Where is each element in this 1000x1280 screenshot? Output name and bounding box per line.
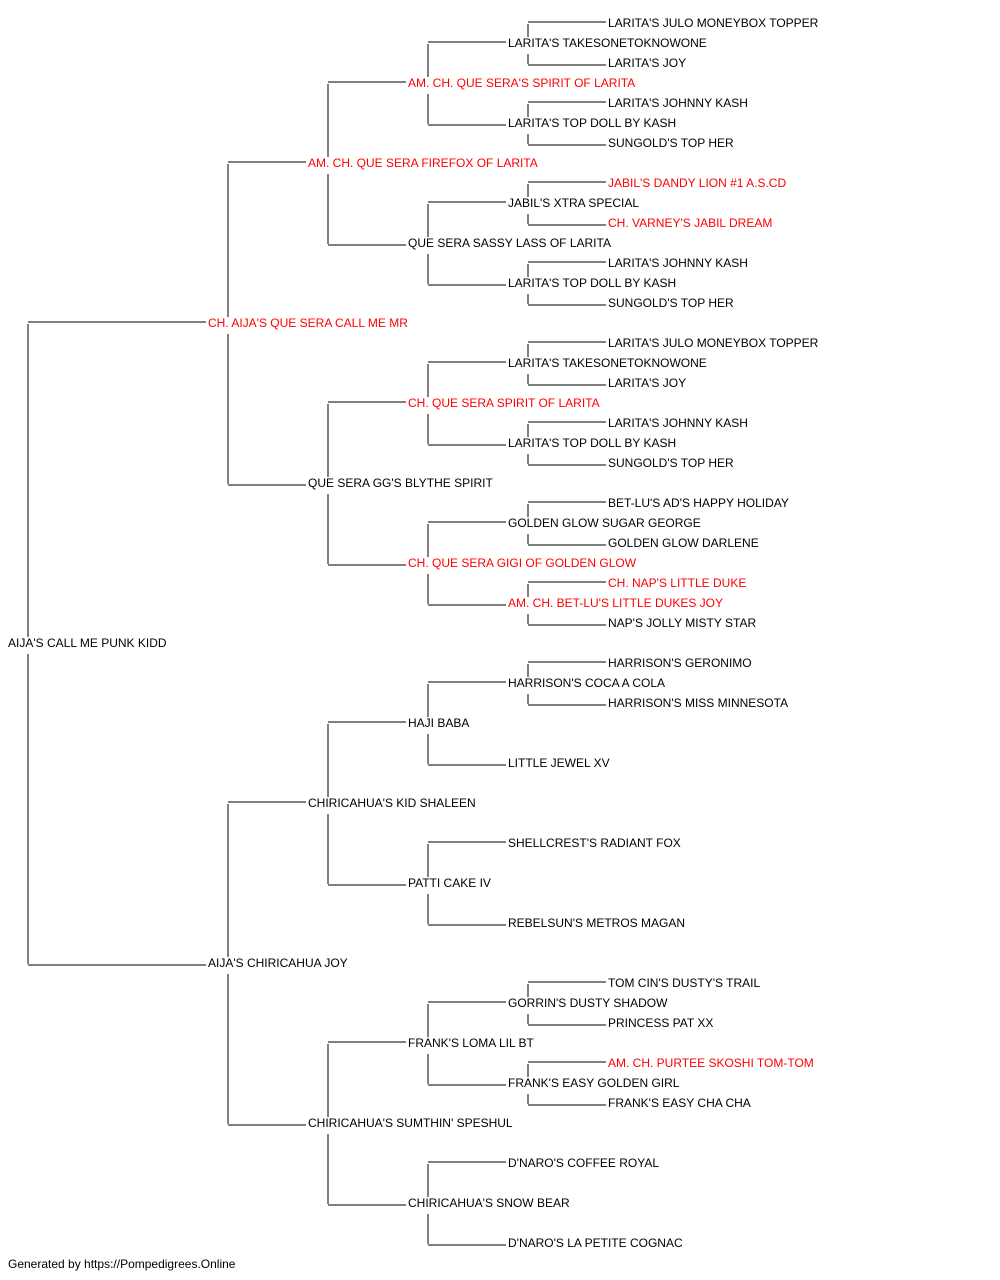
ancestor-name-sdsdd: SUNGOLD'S TOP HER: [608, 456, 734, 470]
ancestor-name-ddsds: AM. CH. PURTEE SKOSHI TOM-TOM: [608, 1056, 814, 1070]
ancestor-name-sdssd: LARITA'S JOY: [608, 376, 686, 390]
ancestor-name-ssds: JABIL'S XTRA SPECIAL: [508, 196, 639, 210]
ancestor-name-dss: HAJI BABA: [408, 716, 469, 730]
ancestor-name-dsss: HARRISON'S COCA A COLA: [508, 676, 665, 690]
ancestor-name-ddds: D'NARO'S COFFEE ROYAL: [508, 1156, 659, 1170]
ancestor-name-dddd: D'NARO'S LA PETITE COGNAC: [508, 1236, 683, 1250]
ancestor-name-sssdd: SUNGOLD'S TOP HER: [608, 136, 734, 150]
ancestor-name-sdddd: NAP'S JOLLY MISTY STAR: [608, 616, 756, 630]
ancestor-name-sdss: LARITA'S TAKESONETOKNOWONE: [508, 356, 707, 370]
ancestor-name-sdds: GOLDEN GLOW SUGAR GEORGE: [508, 516, 701, 530]
ancestor-name-ssss: LARITA'S TAKESONETOKNOWONE: [508, 36, 707, 50]
ancestor-name-dsds: SHELLCREST'S RADIANT FOX: [508, 836, 681, 850]
ancestor-name-sssds: LARITA'S JOHNNY KASH: [608, 96, 748, 110]
ancestor-name-dssss: HARRISON'S GERONIMO: [608, 656, 752, 670]
ancestor-name-s: CH. AIJA'S QUE SERA CALL ME MR: [208, 316, 408, 330]
ancestor-name-dsssd: HARRISON'S MISS MINNESOTA: [608, 696, 788, 710]
ancestor-name-ssdds: LARITA'S JOHNNY KASH: [608, 256, 748, 270]
ancestor-name-sdd: CH. QUE SERA GIGI OF GOLDEN GLOW: [408, 556, 637, 570]
connector-lines: [27, 21, 606, 1246]
names: AIJA'S CALL ME PUNK KIDD CH. AIJA'S QUE S…: [8, 16, 819, 1250]
ancestor-name-ssdd: LARITA'S TOP DOLL BY KASH: [508, 276, 676, 290]
ancestor-name-dsd: PATTI CAKE IV: [408, 876, 491, 890]
ancestor-name-d: AIJA'S CHIRICAHUA JOY: [208, 956, 348, 970]
ancestor-name-dd: CHIRICAHUA'S SUMTHIN' SPESHUL: [308, 1116, 513, 1130]
ancestor-name-sdsss: LARITA'S JULO MONEYBOX TOPPER: [608, 336, 819, 350]
ancestor-name-ssssd: LARITA'S JOY: [608, 56, 686, 70]
subject-dog-name: AIJA'S CALL ME PUNK KIDD: [8, 636, 167, 650]
ancestor-name-sd: QUE SERA GG'S BLYTHE SPIRIT: [308, 476, 493, 490]
ancestor-name-dssd: LITTLE JEWEL XV: [508, 756, 610, 770]
ancestor-name-sddds: CH. NAP'S LITTLE DUKE: [608, 576, 746, 590]
ancestor-name-sdsd: LARITA'S TOP DOLL BY KASH: [508, 436, 676, 450]
ancestor-name-ddss: GORRIN'S DUSTY SHADOW: [508, 996, 668, 1010]
ancestor-name-dds: FRANK'S LOMA LIL BT: [408, 1036, 535, 1050]
ancestor-name-sssd: LARITA'S TOP DOLL BY KASH: [508, 116, 676, 130]
ancestor-name-sds: CH. QUE SERA SPIRIT OF LARITA: [408, 396, 600, 410]
ancestor-name-sdsds: LARITA'S JOHNNY KASH: [608, 416, 748, 430]
ancestor-name-ssddd: SUNGOLD'S TOP HER: [608, 296, 734, 310]
ancestor-name-ss: AM. CH. QUE SERA FIREFOX OF LARITA: [308, 156, 538, 170]
ancestor-name-ddsd: FRANK'S EASY GOLDEN GIRL: [508, 1076, 680, 1090]
ancestor-name-ddd: CHIRICAHUA'S SNOW BEAR: [408, 1196, 570, 1210]
ancestor-name-sddd: AM. CH. BET-LU'S LITTLE DUKES JOY: [508, 596, 723, 610]
ancestor-name-sddsd: GOLDEN GLOW DARLENE: [608, 536, 759, 550]
ancestor-name-ssdsd: CH. VARNEY'S JABIL DREAM: [608, 216, 772, 230]
ancestor-name-sss: AM. CH. QUE SERA'S SPIRIT OF LARITA: [408, 76, 635, 90]
ancestor-name-ddsss: TOM CIN'S DUSTY'S TRAIL: [608, 976, 760, 990]
ancestor-name-ds: CHIRICAHUA'S KID SHALEEN: [308, 796, 476, 810]
ancestor-name-ssd: QUE SERA SASSY LASS OF LARITA: [408, 236, 611, 250]
ancestor-name-ddssd: PRINCESS PAT XX: [608, 1016, 713, 1030]
ancestor-name-ddsdd: FRANK'S EASY CHA CHA: [608, 1096, 751, 1110]
ancestor-name-sssss: LARITA'S JULO MONEYBOX TOPPER: [608, 16, 819, 30]
ancestor-name-sddss: BET-LU'S AD'S HAPPY HOLIDAY: [608, 496, 789, 510]
footer-credit: Generated by https://Pompedigrees.Online: [8, 1257, 236, 1271]
ancestor-name-dsdd: REBELSUN'S METROS MAGAN: [508, 916, 685, 930]
ancestor-name-ssdss: JABIL'S DANDY LION #1 A.S.CD: [608, 176, 786, 190]
